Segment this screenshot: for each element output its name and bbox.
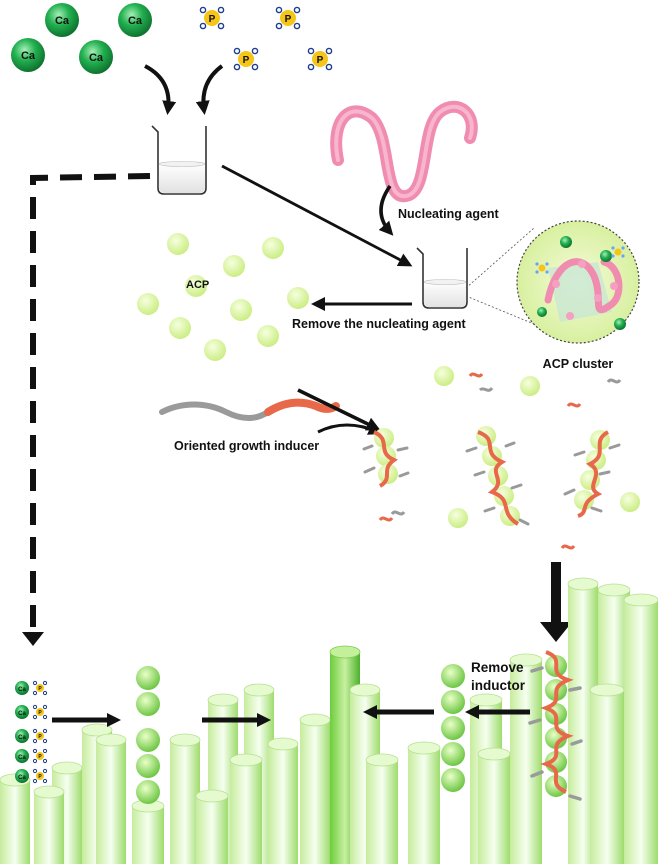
svg-text:P: P — [209, 14, 216, 25]
acp-chain — [362, 428, 410, 488]
arrow-ca-to-beaker — [144, 64, 177, 115]
phosphate-ion: P — [233, 47, 259, 71]
acp-ball-column-left — [136, 666, 160, 804]
ion-pair: Ca P — [15, 768, 48, 784]
oriented-growth-inducer-label: Oriented growth inducer — [174, 439, 319, 453]
svg-text:Ca: Ca — [18, 711, 26, 717]
ion-pair: Ca P — [15, 704, 48, 720]
beaker-precursor-solution — [151, 125, 207, 195]
svg-text:Ca: Ca — [18, 775, 26, 781]
arrow-down-to-rods-head — [540, 622, 572, 642]
phosphate-ion: P — [275, 6, 301, 30]
svg-text:P: P — [38, 734, 42, 740]
nucleating-agent-strand — [330, 100, 478, 202]
arrow-p-to-beaker — [195, 64, 224, 115]
arrow-inducer-upper — [297, 388, 381, 431]
svg-text:P: P — [38, 774, 42, 780]
ion-pair: Ca P — [15, 680, 48, 696]
ion-pair: Ca P — [15, 728, 48, 744]
nucleating-agent-label: Nucleating agent — [398, 207, 500, 221]
zoom-line-top — [465, 227, 535, 289]
svg-text:P: P — [38, 710, 42, 716]
acp-chain — [465, 426, 530, 526]
svg-text:P: P — [38, 754, 42, 760]
arrow-inducer-lower — [317, 421, 383, 435]
acp-cluster-inset — [516, 220, 640, 344]
calcium-ion: Ca — [79, 40, 113, 74]
svg-text:Ca: Ca — [18, 687, 26, 693]
arrow-to-nucleation — [221, 164, 413, 267]
calcium-ion: Ca — [11, 38, 45, 72]
calcium-ions: Ca Ca Ca Ca — [11, 3, 152, 74]
acp-particles — [137, 233, 309, 361]
phosphate-ions: P P P P — [199, 6, 333, 71]
svg-text:P: P — [317, 55, 324, 66]
svg-text:Ca: Ca — [21, 50, 36, 62]
acp-chain — [563, 430, 621, 518]
remove-label: Remove — [471, 660, 524, 675]
arrow-nucleating-agent — [378, 184, 394, 236]
svg-text:P: P — [38, 686, 42, 692]
dashed-arrow-direct-pathway — [30, 173, 151, 632]
ion-pair: Ca P — [15, 748, 48, 764]
svg-text:P: P — [243, 55, 250, 66]
dashed-arrow-head — [22, 632, 44, 646]
svg-text:Ca: Ca — [89, 52, 104, 64]
calcium-ion: Ca — [118, 3, 152, 37]
svg-text:Ca: Ca — [18, 735, 26, 741]
inductor-label: inductor — [471, 678, 526, 693]
phosphate-ion: P — [307, 47, 333, 71]
oriented-growth-inducer — [159, 398, 340, 421]
beaker-nucleation — [416, 247, 468, 309]
svg-text:Ca: Ca — [128, 15, 143, 27]
phosphate-ion: P — [199, 6, 225, 30]
svg-text:Ca: Ca — [18, 755, 26, 761]
acp-ball-column-right — [441, 664, 465, 792]
svg-text:Ca: Ca — [55, 15, 70, 27]
arrow-down-to-rods-shaft — [551, 562, 561, 624]
zoom-line-bottom — [465, 295, 535, 325]
nucleating-agent-highlight — [334, 104, 474, 199]
calcium-ion: Ca — [45, 3, 79, 37]
ion-column-start: Ca P Ca P Ca P Ca P — [15, 680, 48, 784]
acp-cluster-label: ACP cluster — [543, 357, 614, 371]
inducer-wrapped-column — [528, 650, 583, 801]
assembled-acp-chains — [362, 366, 640, 550]
remove-nucleating-agent-label: Remove the nucleating agent — [292, 317, 466, 331]
acp-label: ACP — [186, 279, 209, 291]
enamel-rod-field — [0, 577, 658, 864]
svg-text:P: P — [285, 14, 292, 25]
